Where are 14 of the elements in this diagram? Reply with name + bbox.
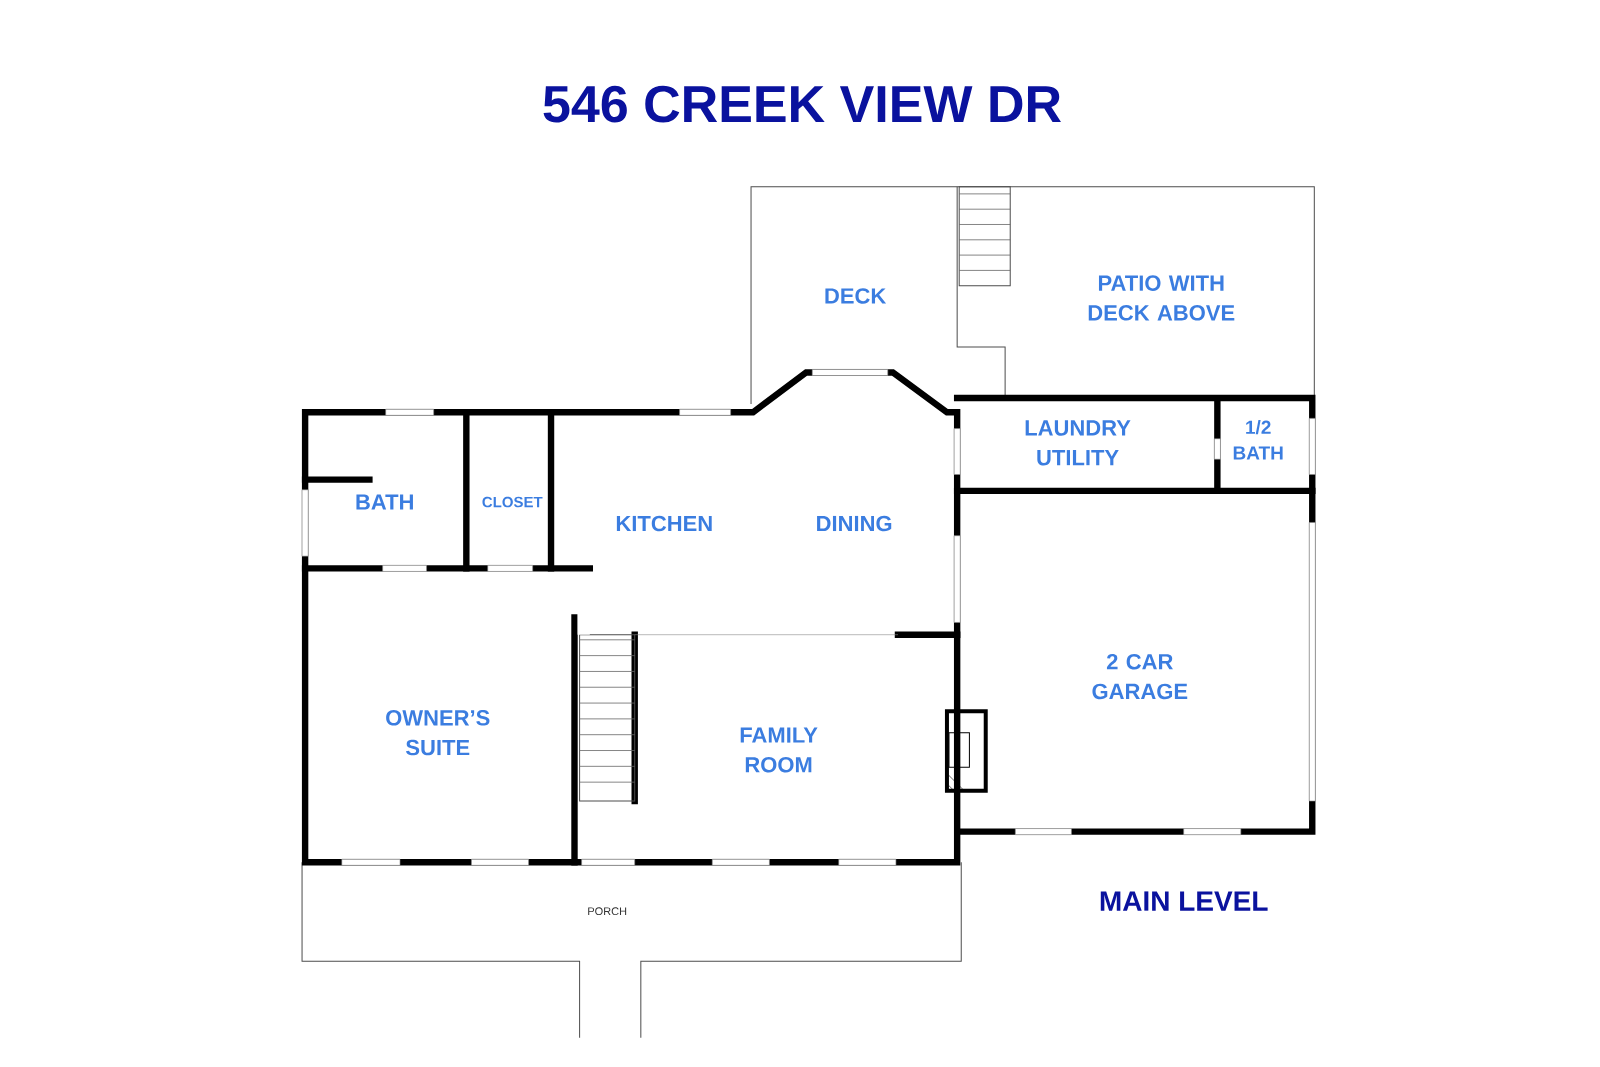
room-label: 2 CAR GARAGE — [1092, 653, 1188, 699]
title: 546 CREEK VIEW DR — [543, 85, 1061, 123]
room-label: OWNER’S SUITE — [386, 709, 490, 756]
room-label: KITCHEN — [616, 515, 712, 532]
room-label: LAUNDRY UTILITY — [1025, 420, 1131, 466]
room-label: PATIO WITH DECK ABOVE — [1088, 275, 1235, 321]
room-label: DINING — [817, 515, 892, 532]
room-label: FAMILY ROOM — [740, 727, 818, 773]
room-label: CLOSET — [482, 496, 543, 508]
room-label: 1/2 BATH — [1233, 419, 1283, 460]
room-label: DECK — [825, 288, 887, 304]
room-label: PORCH — [588, 907, 627, 915]
room-label: BATH — [356, 494, 413, 510]
level-label: MAIN LEVEL — [1100, 891, 1268, 911]
